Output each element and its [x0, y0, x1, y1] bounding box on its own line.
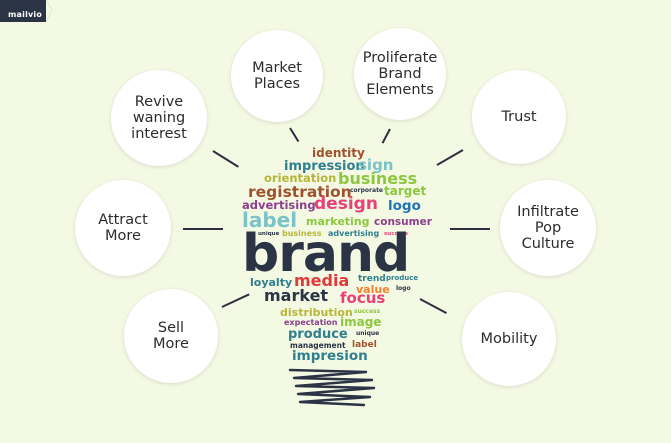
mailvio-logo-tag — [0, 0, 52, 22]
petal-trust-label: Trust — [501, 108, 537, 125]
petal-mobility-label: Mobility — [480, 330, 538, 347]
word-produce-2: produce — [288, 327, 348, 342]
word-advertising-2: advertising — [328, 229, 380, 238]
word-label: label — [242, 208, 298, 232]
brand-word-cloud: identity impression sign orientation bus… — [236, 142, 436, 364]
petal-sell-label: Sell More — [153, 319, 189, 352]
word-label-2: label — [352, 340, 377, 350]
mailvio-logo-text: mailvio — [8, 10, 43, 19]
petal-revive-label: Revive waning interest — [131, 93, 187, 143]
word-trend: trend — [358, 274, 386, 284]
word-orientation: orientation — [264, 171, 337, 185]
word-sign: sign — [358, 156, 394, 174]
petal-market-places: Market Places — [231, 30, 323, 122]
word-management: management — [290, 341, 346, 350]
word-impression: impression — [284, 159, 365, 174]
petal-proliferate: Proliferate Brand Elements — [354, 28, 446, 120]
petal-market-places-label: Market Places — [252, 59, 302, 92]
word-design: design — [314, 194, 378, 214]
word-brand: brand — [242, 224, 410, 284]
petal-attract: Attract More — [75, 180, 171, 276]
petal-attract-label: Attract More — [98, 211, 148, 244]
word-market: market — [264, 286, 329, 305]
word-loyalty: loyalty — [250, 276, 293, 289]
petal-proliferate-label: Proliferate Brand Elements — [362, 49, 438, 99]
petal-infiltrate-label: Infiltrate Pop Culture — [517, 203, 579, 253]
word-image: image — [340, 315, 382, 329]
word-advertising: advertising — [242, 198, 316, 212]
word-logo: logo — [388, 198, 421, 214]
word-consumer: consumer — [374, 216, 432, 228]
word-unique: unique — [258, 231, 280, 237]
word-success: success — [384, 231, 408, 237]
word-target: target — [384, 184, 427, 198]
word-media: media — [294, 271, 350, 290]
bulb-base-squiggle — [288, 368, 376, 407]
ray-revive — [212, 150, 239, 168]
word-registration: registration — [248, 183, 352, 201]
word-distribution: distribution — [280, 306, 353, 319]
word-identity: identity — [312, 146, 365, 160]
ray-market-places — [289, 127, 300, 143]
petal-infiltrate: Infiltrate Pop Culture — [500, 180, 596, 276]
petal-sell: Sell More — [124, 289, 218, 383]
word-expectation: expectation — [284, 318, 338, 327]
word-marketing: marketing — [306, 215, 370, 228]
word-impresion: impresion — [292, 348, 368, 364]
ray-trust — [436, 149, 464, 166]
word-success-2: success — [354, 308, 381, 315]
ray-attract — [183, 228, 223, 230]
word-produce: produce — [386, 274, 419, 282]
word-logo-2: logo — [396, 285, 411, 292]
word-focus: focus — [340, 289, 386, 307]
petal-mobility: Mobility — [462, 292, 556, 386]
petal-revive: Revive waning interest — [111, 70, 207, 166]
word-value: value — [356, 283, 390, 296]
word-business-2: business — [282, 229, 322, 238]
petal-trust: Trust — [472, 70, 566, 164]
ray-infiltrate — [450, 228, 490, 230]
word-corporate: corporate — [350, 187, 383, 194]
word-business: business — [338, 169, 418, 188]
word-unique-2: unique — [356, 330, 380, 337]
